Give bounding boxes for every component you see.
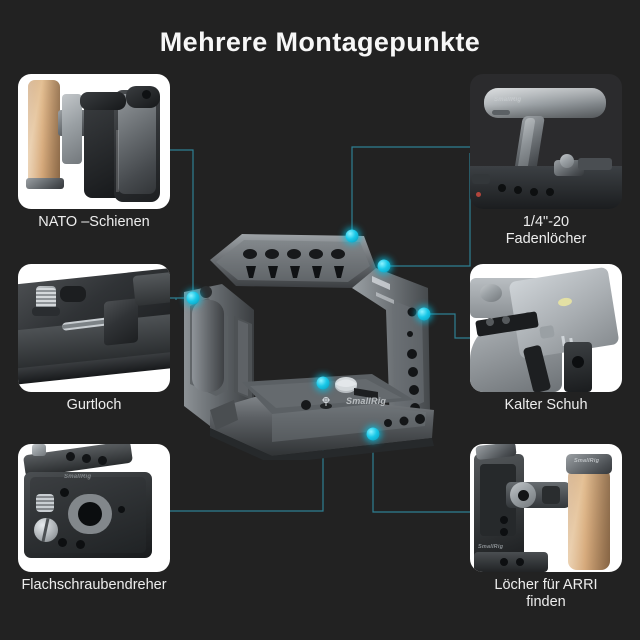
- product-brand-mark: SmallRig: [346, 396, 387, 406]
- nato-thumbnail: [18, 74, 170, 209]
- screwdriver-caption: Flachschraubendreher: [21, 577, 167, 593]
- thread-caption: 1/4"-20 Fadenlöcher: [505, 214, 587, 247]
- hotspot-arri[interactable]: [366, 427, 380, 441]
- shoe-caption: Kalter Schuh: [504, 397, 588, 413]
- product-camera-cage: SmallRig: [176, 214, 466, 464]
- strap-thumbnail: [18, 264, 170, 392]
- hotspot-thread-secondary[interactable]: [377, 259, 391, 273]
- strap-caption: Gurtloch: [66, 397, 122, 413]
- hotspot-screwdriver[interactable]: [316, 376, 330, 390]
- feature-card-arri[interactable]: SmallRig SmallRig Löcher für ARRI finden: [470, 444, 622, 610]
- hotspot-shoe[interactable]: [417, 307, 431, 321]
- page-title: Mehrere Montagepunkte: [159, 27, 481, 57]
- screwdriver-thumbnail: SmallRig: [18, 444, 170, 572]
- feature-card-nato[interactable]: NATO –Schienen: [18, 74, 170, 230]
- feature-card-shoe[interactable]: Kalter Schuh: [470, 264, 622, 413]
- hotspot-thread[interactable]: [345, 229, 359, 243]
- arri-caption: Löcher für ARRI finden: [494, 577, 598, 610]
- shoe-thumbnail: [470, 264, 622, 392]
- arri-thumbnail: SmallRig SmallRig: [470, 444, 622, 572]
- thread-thumbnail: SmallRig: [470, 74, 622, 209]
- nato-caption: NATO –Schienen: [38, 214, 150, 230]
- hotspot-nato[interactable]: [186, 291, 200, 305]
- feature-card-screwdriver[interactable]: SmallRig Flachschraubendreher: [18, 444, 170, 593]
- feature-card-thread[interactable]: SmallRig 1/4"-20 Fadenlöcher: [470, 74, 622, 247]
- feature-card-strap[interactable]: Gurtloch: [18, 264, 170, 413]
